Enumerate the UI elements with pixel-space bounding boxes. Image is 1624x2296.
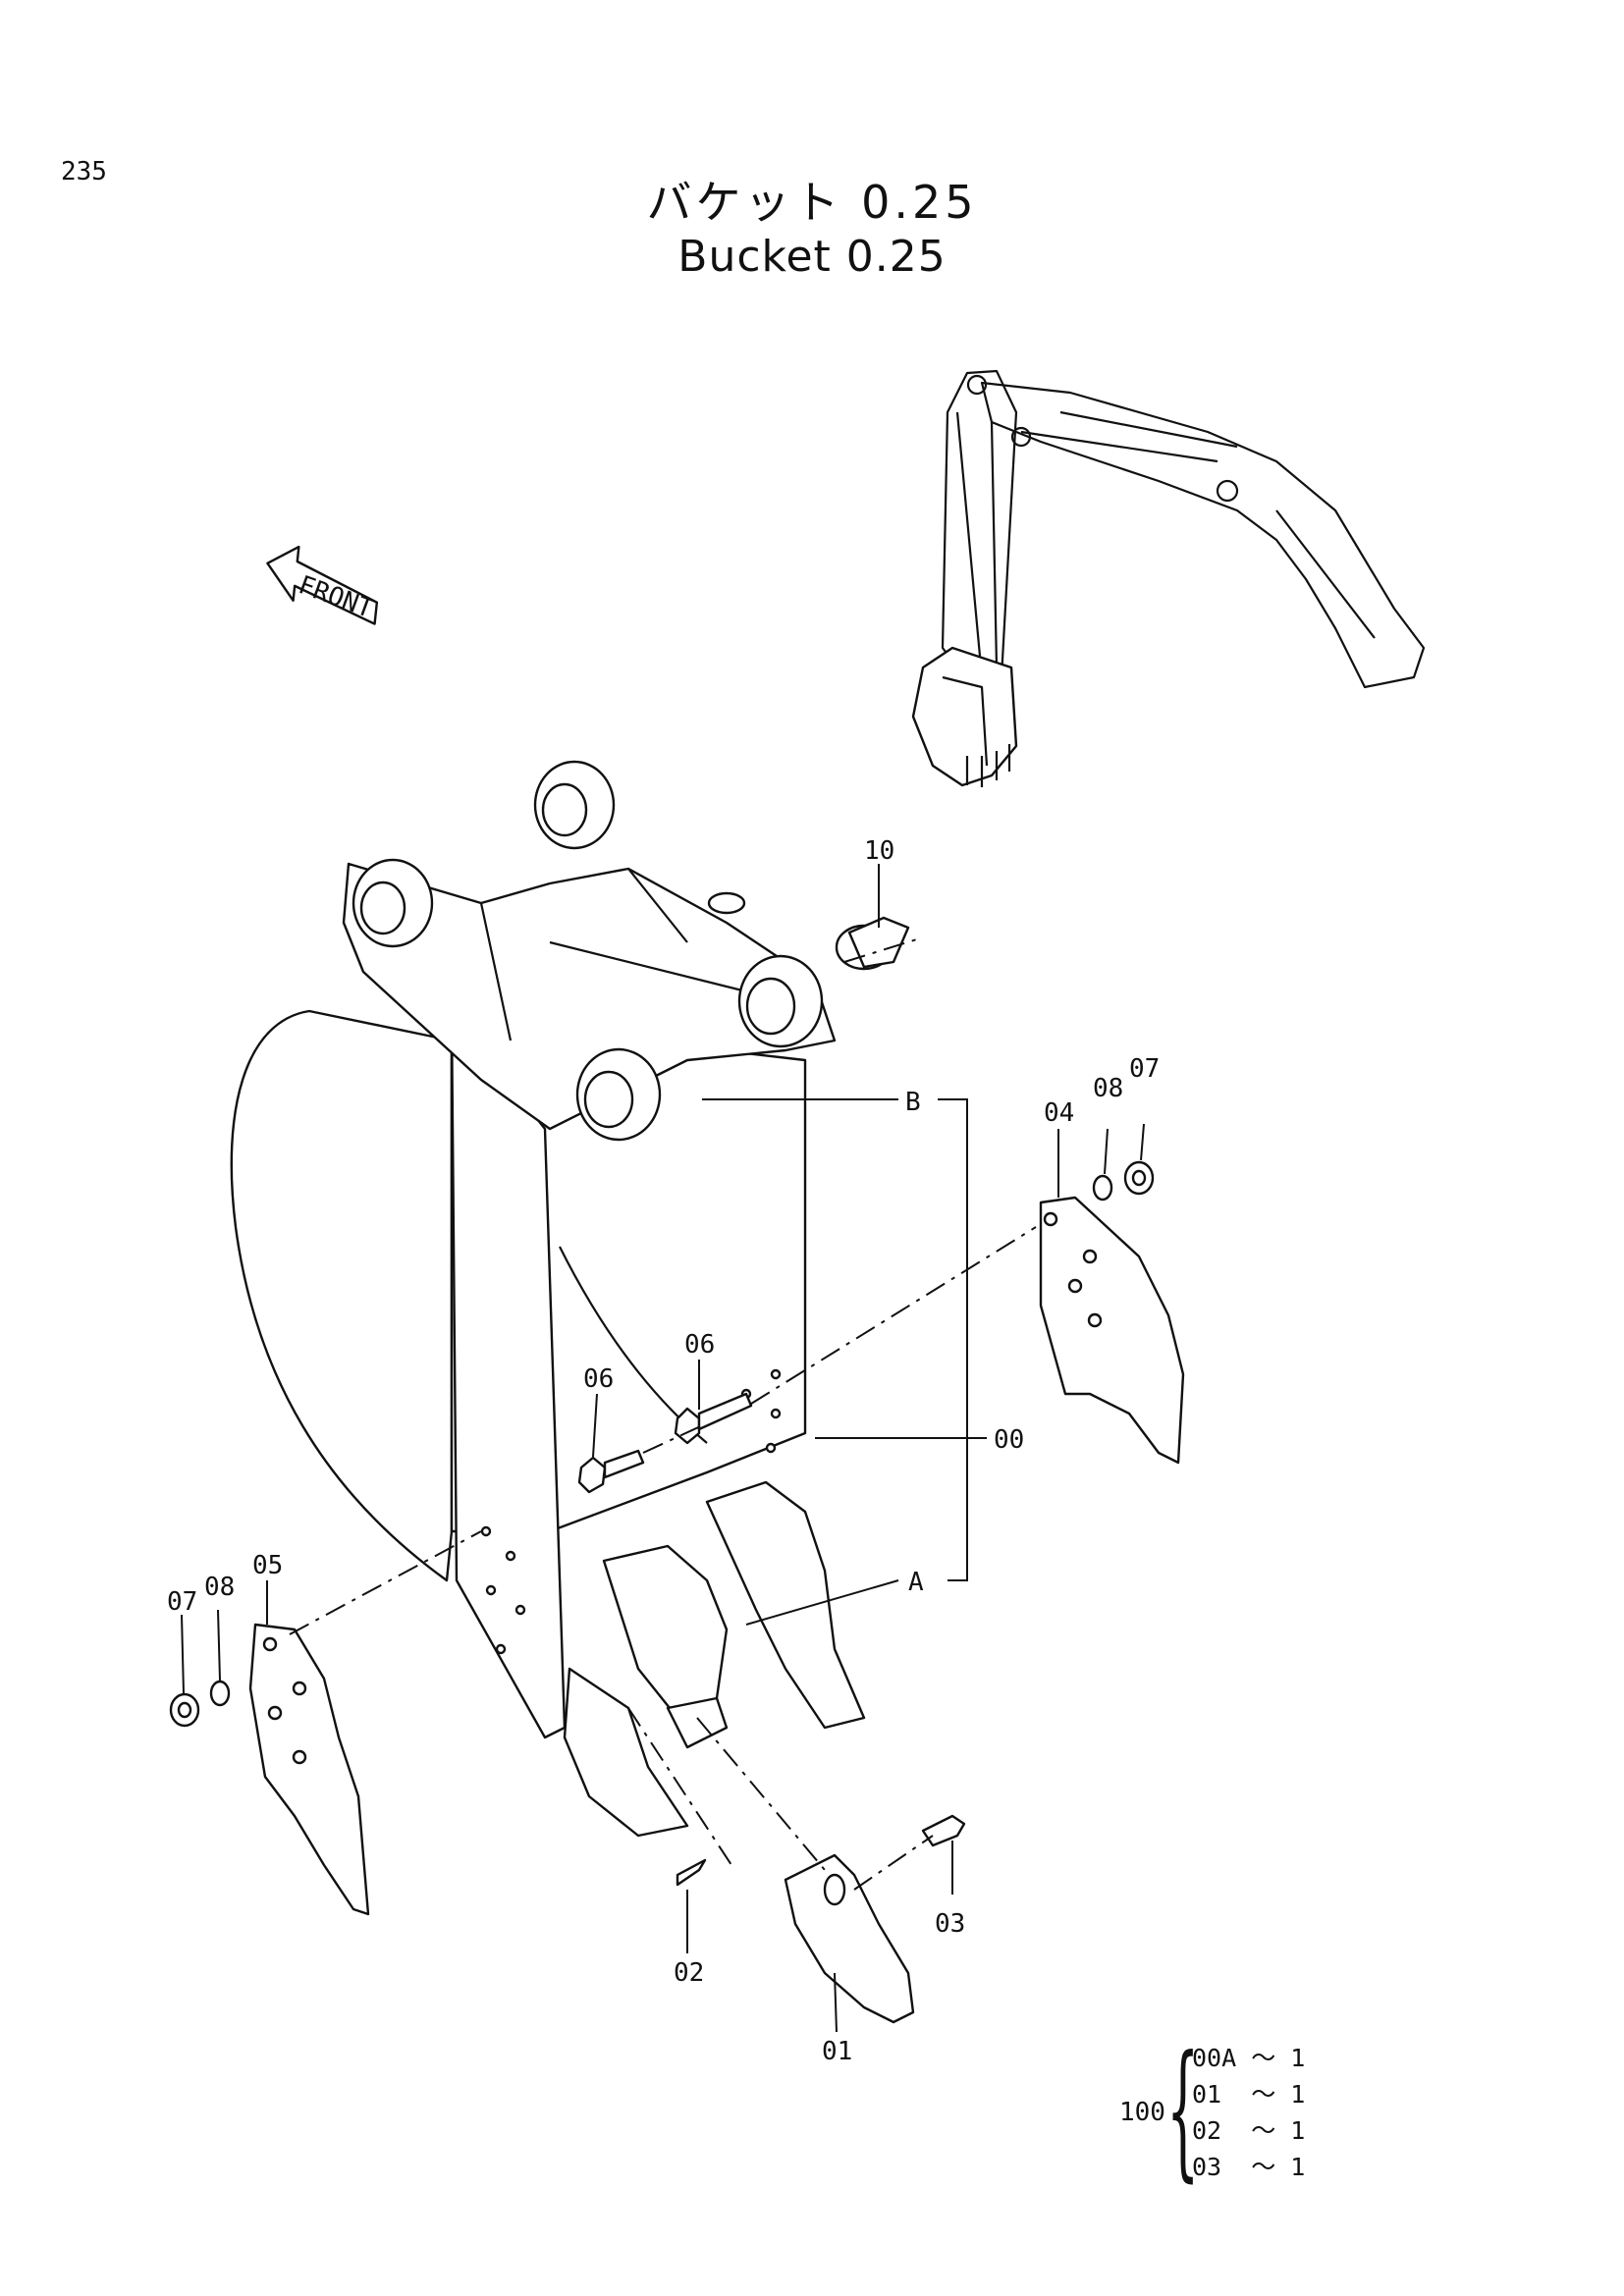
nut-right — [1123, 1160, 1155, 1196]
bucket-teeth-installed — [563, 1480, 866, 1838]
callout-leaders — [181, 864, 1145, 2033]
callout-06-lower: 06 — [583, 1364, 614, 1394]
kit-items: 00A ～ 1 01 ～ 1 02 ～ 1 03 ～ 1 — [1192, 2039, 1305, 2184]
kit-item: 03 ～ 1 — [1192, 2153, 1306, 2181]
kit-item: 02 ～ 1 — [1192, 2116, 1306, 2145]
assembly-center-lines — [289, 936, 1037, 1891]
callout-labels: 10 07 08 04 B 06 06 00 A 07 08 05 03 02 … — [167, 836, 1160, 2066]
bucket-pin-bosses — [352, 760, 824, 1142]
lock-loose — [921, 1814, 966, 1847]
callout-03: 03 — [935, 1909, 965, 1939]
bucket-body — [230, 760, 866, 1838]
bushing-part — [835, 916, 910, 971]
washer-right — [1092, 1174, 1113, 1201]
callout-04: 04 — [1044, 1098, 1074, 1128]
callout-07-left: 07 — [167, 1587, 197, 1617]
page-title-english: Bucket 0.25 — [677, 232, 947, 282]
callout-01: 01 — [822, 2037, 852, 2066]
lock-pin-loose — [676, 1858, 707, 1887]
page-title-japanese: バケット 0.25 — [646, 176, 978, 229]
callout-07-right: 07 — [1129, 1054, 1160, 1084]
callout-A: A — [908, 1568, 924, 1597]
side-cutter-right — [1039, 1196, 1185, 1465]
kit-item: 00A ～ 1 — [1192, 2044, 1306, 2072]
callout-06-upper: 06 — [684, 1330, 715, 1360]
kit-composition: 100 { 00A ～ 1 01 ～ 1 02 ～ 1 03 ～ 1 — [1119, 2037, 1316, 2204]
callout-05: 05 — [252, 1551, 283, 1580]
bucket-bolt-holes — [480, 1368, 782, 1655]
side-cutter-left — [248, 1623, 370, 1916]
bolt-lower — [577, 1449, 645, 1494]
kit-item: 01 ～ 1 — [1192, 2080, 1306, 2109]
callout-10: 10 — [864, 836, 894, 866]
washer-left — [209, 1680, 231, 1707]
callout-08-right: 08 — [1093, 1074, 1123, 1103]
excavator-overview-illustration — [911, 369, 1426, 787]
kit-quantity: 100 — [1119, 2098, 1165, 2127]
tooth-point-loose — [784, 1853, 915, 2024]
callout-B: B — [905, 1088, 921, 1117]
kit-brace: { — [1166, 2025, 1200, 2196]
callout-02: 02 — [674, 1958, 704, 1988]
nut-left — [169, 1692, 200, 1728]
front-label: FRONT — [295, 570, 377, 624]
callout-00: 00 — [994, 1425, 1024, 1455]
callout-08-left: 08 — [204, 1573, 235, 1602]
page-number: 235 — [61, 157, 107, 187]
front-direction-arrow: FRONT — [266, 545, 379, 625]
